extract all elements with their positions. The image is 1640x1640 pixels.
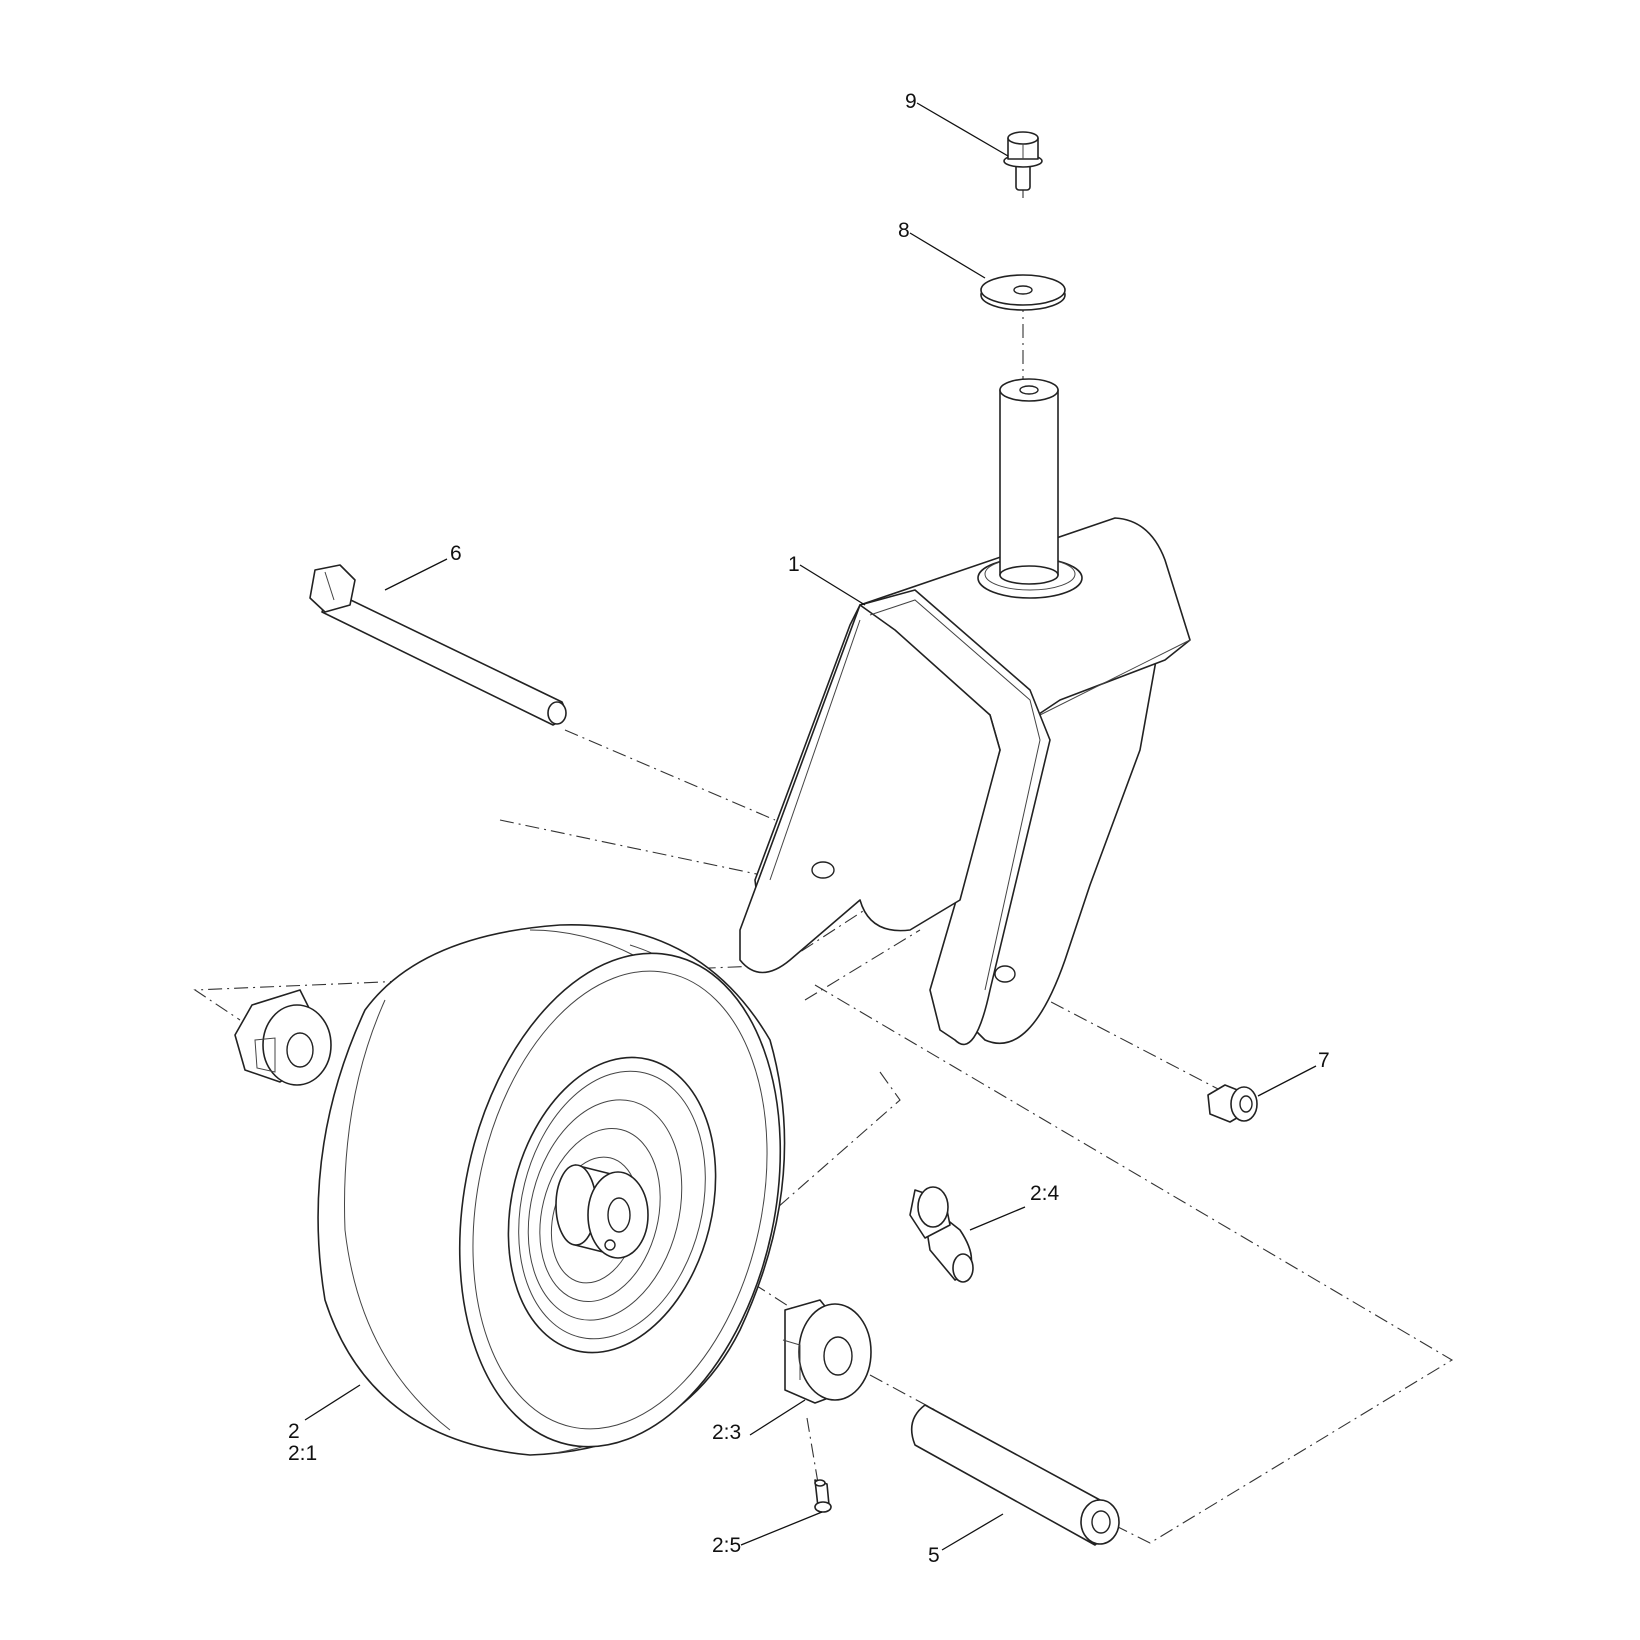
callout-labels: 9 8 1 6 7 2:4 2 2:1 2:3 2:5 5 xyxy=(288,90,1330,1567)
axle-spacer-part-5 xyxy=(910,1404,1120,1546)
callout-7: 7 xyxy=(1318,1049,1330,1072)
lock-nut-part-7 xyxy=(1207,1084,1258,1123)
wheel-bearing-left xyxy=(234,989,332,1086)
callout-2-5: 2:5 xyxy=(712,1534,741,1557)
callout-6: 6 xyxy=(450,542,462,565)
flat-washer-part-8 xyxy=(980,274,1066,311)
grease-fitting-part-2-5 xyxy=(814,1479,832,1513)
callout-9: 9 xyxy=(905,90,917,113)
callout-2: 2 xyxy=(288,1420,300,1443)
valve-stem-part-2-4 xyxy=(909,1186,974,1283)
caster-fork-part-1 xyxy=(739,378,1191,1046)
callout-leader-lines xyxy=(304,102,1317,1551)
callout-1: 1 xyxy=(788,553,800,576)
callout-8: 8 xyxy=(898,219,910,242)
bearing-part-2-3 xyxy=(782,1299,872,1404)
callout-2-4: 2:4 xyxy=(1030,1182,1060,1205)
flange-bolt-part-9 xyxy=(1003,131,1043,191)
callout-2-1: 2:1 xyxy=(288,1442,317,1465)
wheel-assembly-part-2 xyxy=(317,924,786,1456)
hex-bolt-part-6 xyxy=(309,564,567,726)
callout-2-3: 2:3 xyxy=(712,1421,741,1444)
callout-5: 5 xyxy=(928,1544,940,1567)
